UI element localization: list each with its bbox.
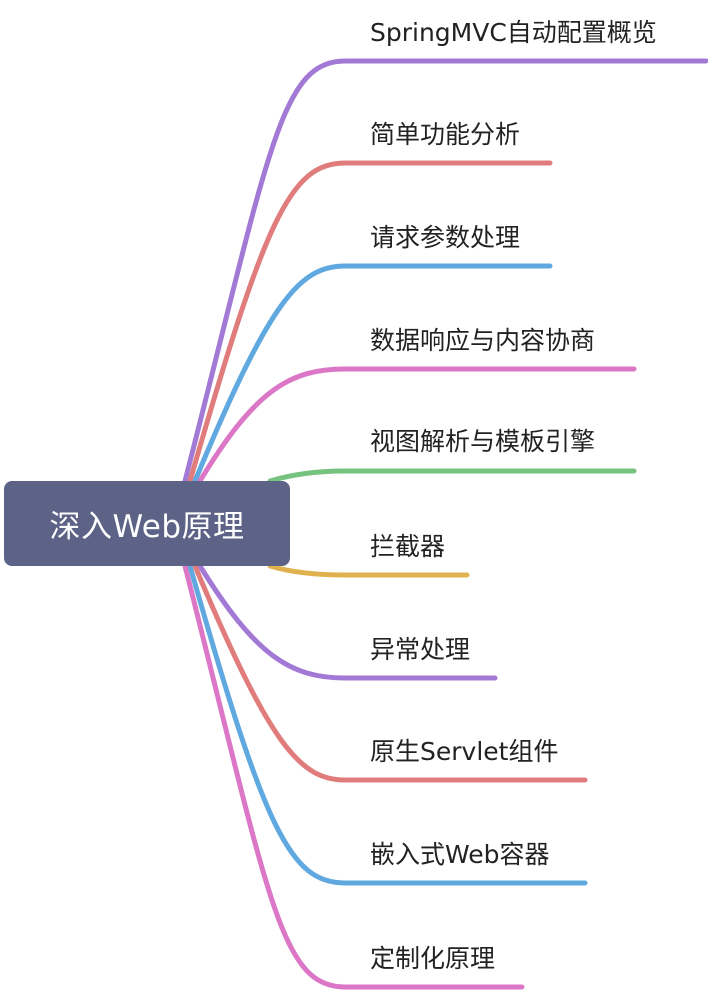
connector-interceptor (267, 563, 470, 578)
branch-label-data-response[interactable]: 数据响应与内容协商 (370, 326, 596, 355)
branch-label-interceptor[interactable]: 拦截器 (370, 532, 446, 561)
branch-label-customization[interactable]: 定制化原理 (370, 944, 496, 973)
connector-exception-handling (197, 563, 498, 681)
branch-label-embedded-web-container[interactable]: 嵌入式Web容器 (370, 840, 550, 869)
connector-simple-function-analysis (187, 160, 553, 484)
branch-label-native-servlet[interactable]: 原生Servlet组件 (370, 737, 559, 766)
branch-label-simple-function-analysis[interactable]: 简单功能分析 (370, 120, 521, 149)
connector-customization (182, 563, 525, 990)
connector-request-params (192, 263, 553, 484)
branch-label-springmvc-overview[interactable]: SpringMVC自动配置概览 (370, 18, 657, 47)
connector-view-resolution (267, 468, 637, 484)
connector-native-servlet (192, 563, 588, 783)
branch-label-request-params[interactable]: 请求参数处理 (370, 223, 521, 252)
branch-label-view-resolution[interactable]: 视图解析与模板引擎 (370, 427, 596, 456)
root-node[interactable]: 深入Web原理 (4, 481, 290, 566)
connector-data-response (197, 366, 637, 484)
branch-label-exception-handling[interactable]: 异常处理 (370, 635, 471, 664)
connector-embedded-web-container (187, 563, 588, 886)
connector-springmvc-overview (182, 58, 708, 484)
root-node-label: 深入Web原理 (49, 509, 245, 545)
